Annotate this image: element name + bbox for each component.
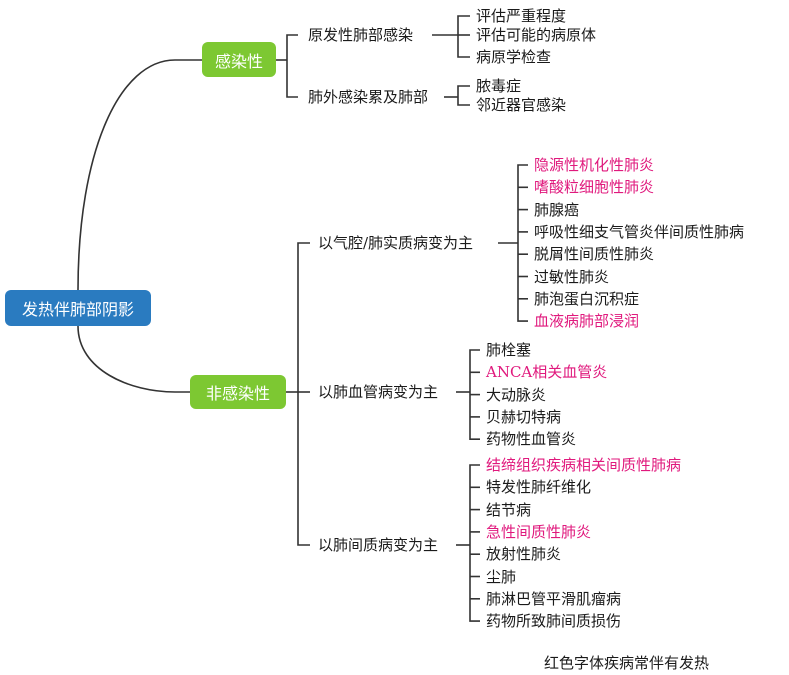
root-label: 发热伴肺部阴影 [21, 300, 134, 319]
category-infectious[interactable]: 感染性 [202, 42, 276, 77]
bracket-infectious [286, 34, 298, 98]
list-item[interactable]: 血液病肺部浸润 [534, 312, 640, 331]
list-item[interactable]: 嗜酸粒细胞性肺炎 [534, 178, 655, 197]
list-item[interactable]: 隐源性机化性肺炎 [534, 156, 655, 174]
list-item[interactable]: 脱屑性间质性肺炎 [534, 245, 655, 264]
list-item[interactable]: 结节病 [486, 500, 532, 519]
legend-note: 红色字体疾病常伴有发热 [544, 654, 710, 672]
group-label[interactable]: 以气腔/肺实质病变为主 [318, 234, 474, 252]
item-bracket [457, 15, 470, 58]
list-item[interactable]: 脓毒症 [476, 77, 522, 95]
list-item[interactable]: 放射性肺炎 [486, 545, 562, 564]
list-item[interactable]: 肺腺癌 [534, 200, 580, 219]
item-bracket [469, 464, 480, 622]
curve-to-noninfectious [77, 325, 190, 393]
list-item[interactable]: 贝赫切特病 [486, 407, 562, 426]
list-item[interactable]: 邻近器官感染 [476, 96, 567, 114]
list-item[interactable]: 评估严重程度 [476, 7, 567, 25]
list-item[interactable]: 尘肺 [486, 567, 517, 586]
list-item[interactable]: 大动脉炎 [486, 385, 547, 404]
list-item[interactable]: 药物所致肺间质损伤 [486, 612, 622, 631]
list-item[interactable]: 评估可能的病原体 [476, 26, 597, 44]
item-bracket [517, 164, 528, 322]
list-item[interactable]: 特发性肺纤维化 [486, 478, 592, 497]
category-noninfectious-label: 非感染性 [205, 384, 270, 403]
group-label[interactable]: 肺外感染累及肺部 [308, 88, 429, 106]
category-noninfectious[interactable]: 非感染性 [190, 375, 286, 409]
list-item[interactable]: 药物性血管炎 [486, 430, 577, 449]
group-label[interactable]: 原发性肺部感染 [308, 26, 414, 44]
list-item[interactable]: 过敏性肺炎 [534, 267, 610, 286]
item-bracket [457, 85, 470, 106]
list-item[interactable]: ANCA相关血管炎 [486, 363, 608, 382]
list-item[interactable]: 肺栓塞 [486, 341, 532, 359]
group-label[interactable]: 以肺血管病变为主 [318, 383, 439, 401]
list-item[interactable]: 病原学检查 [476, 48, 552, 66]
list-item[interactable]: 肺泡蛋白沉积症 [534, 289, 640, 308]
curve-to-infectious [77, 59, 202, 291]
group-label[interactable]: 以肺间质病变为主 [318, 536, 439, 554]
list-item[interactable]: 结缔组织疾病相关间质性肺病 [486, 456, 682, 474]
category-infectious-label: 感染性 [214, 51, 263, 71]
list-item[interactable]: 呼吸性细支气管炎伴间质性肺病 [534, 222, 745, 241]
list-item[interactable]: 急性间质性肺炎 [486, 522, 592, 541]
list-item[interactable]: 肺淋巴管平滑肌瘤病 [486, 589, 622, 608]
root-node[interactable]: 发热伴肺部阴影 [5, 290, 151, 326]
bracket-noninfectious [297, 242, 310, 546]
